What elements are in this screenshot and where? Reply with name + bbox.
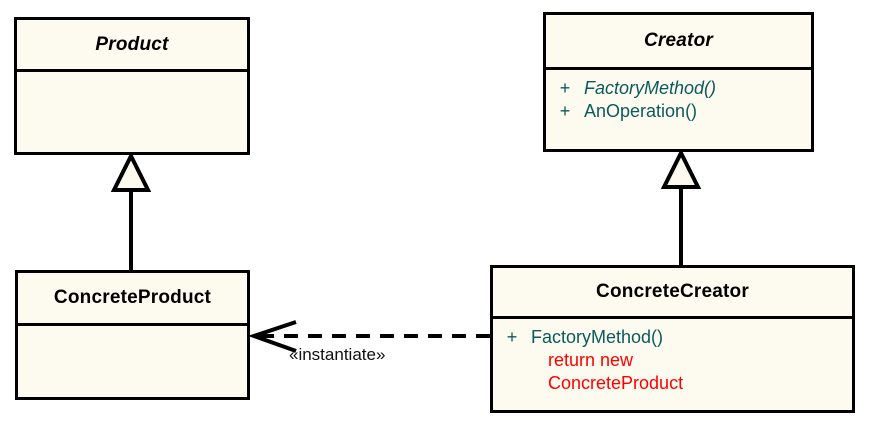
member-signature-factorymethod: FactoryMethod() [531, 327, 664, 347]
class-box-creator[interactable]: Creator + FactoryMethod() + AnOperation(… [543, 12, 814, 152]
class-members-product [17, 69, 247, 152]
class-title-product: Product [95, 33, 169, 55]
generalization-concreteproduct-to-product [110, 151, 152, 270]
generalization-arrowhead-creator [660, 148, 702, 189]
member-signature-factorymethod: FactoryMethod() [584, 78, 717, 98]
member-visibility-icon: + [559, 101, 571, 121]
generalization-arrowhead-product [110, 151, 152, 192]
member-row-anoperation: + AnOperation() [546, 100, 811, 123]
member-signature-anoperation: AnOperation() [584, 101, 698, 121]
class-box-product[interactable]: Product [14, 17, 250, 155]
class-title-concretecreator: ConcreteCreator [596, 281, 749, 302]
class-members-concretecreator: + FactoryMethod() return new ConcretePro… [493, 316, 852, 410]
class-title-creator: Creator [644, 30, 713, 51]
dependency-label-instantiate: «instantiate» [289, 345, 386, 364]
member-visibility-icon: + [559, 78, 571, 98]
member-row-factorymethod: + FactoryMethod() [546, 77, 811, 100]
class-members-creator: + FactoryMethod() + AnOperation() [546, 67, 811, 149]
member-visibility-icon: + [506, 327, 518, 347]
class-members-concreteproduct [18, 323, 247, 397]
member-row-factorymethod: + FactoryMethod() [493, 326, 852, 349]
class-title-concreteproduct: ConcreteProduct [53, 287, 212, 308]
member-note-return-new: return new [548, 350, 634, 370]
member-note-concreteproduct: ConcreteProduct [548, 373, 684, 393]
class-box-concreteproduct[interactable]: ConcreteProduct [15, 270, 250, 400]
class-box-concretecreator[interactable]: ConcreteCreator + FactoryMethod() return… [490, 265, 855, 413]
generalization-concretecreator-to-creator [660, 148, 702, 265]
